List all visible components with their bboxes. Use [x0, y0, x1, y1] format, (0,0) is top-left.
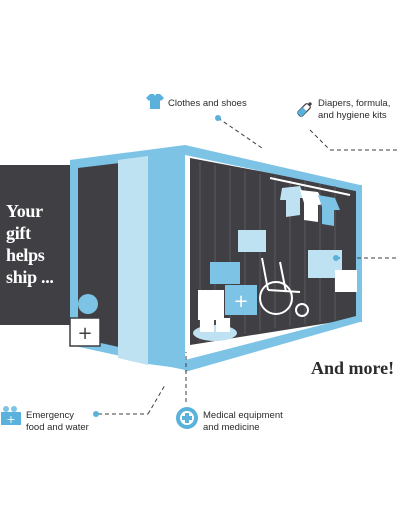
svg-text:+: + — [77, 323, 92, 344]
headline-line-2: gift — [6, 223, 31, 243]
emergency-label: Emergency food and water — [26, 410, 89, 433]
clothes-label: Clothes and shoes — [168, 98, 247, 109]
hanging-clothes — [280, 186, 340, 226]
food-crate: + — [69, 294, 101, 347]
headline-line-4: ship ... — [6, 267, 54, 287]
headline-line-1: Your — [6, 201, 43, 221]
headline: Your gift helps ship ... — [6, 200, 72, 288]
svg-text:+: + — [6, 413, 15, 426]
medical-kit — [193, 318, 237, 341]
medical-label: Medical equipment and medicine — [203, 410, 283, 433]
diapers-label: Diapers, formula, and hygiene kits — [318, 98, 391, 121]
headline-panel — [0, 165, 72, 325]
svg-text:+: + — [233, 291, 248, 312]
supply-boxes: + — [198, 230, 357, 320]
wheelchair — [259, 257, 309, 317]
and-more-text: And more! — [311, 358, 395, 378]
leader-lines — [98, 117, 398, 415]
headline-line-3: helps — [6, 245, 45, 265]
leader-dots — [93, 115, 339, 417]
shipping-container — [70, 145, 362, 372]
